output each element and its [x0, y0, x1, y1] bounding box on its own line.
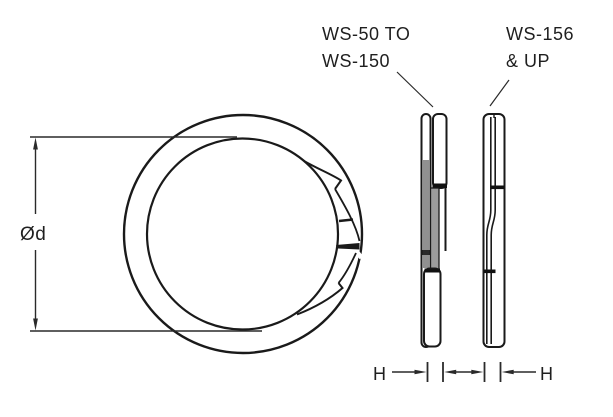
side2-lower-gap-tick [484, 269, 496, 274]
side1-upper-coil [432, 113, 448, 189]
arrow-right-icon [414, 369, 427, 375]
label-ws50-range: WS-50 TO WS-150 [322, 21, 410, 75]
ring-outer-edge [122, 113, 364, 355]
arrow-down-icon [33, 318, 38, 331]
side1-rear-step [422, 250, 430, 255]
label-diameter: Ød [20, 224, 47, 245]
side1-lower-coil [423, 267, 442, 348]
side2-seam-right [490, 117, 496, 344]
label-ws156-range: WS-156 & UP [506, 21, 574, 75]
arrow-right-icon [471, 369, 484, 375]
ring-front-view [122, 113, 364, 355]
label-ws50-line2: WS-150 [322, 51, 391, 71]
arrow-up-icon [33, 137, 38, 150]
arrow-left-icon [501, 369, 514, 375]
ring-gap-tick [338, 218, 354, 223]
side-view-ws50-150 [420, 113, 448, 348]
leader-ws50 [396, 71, 434, 108]
side1-lower-coil-end-bar [424, 268, 440, 273]
ring-end-notch [336, 243, 360, 250]
label-ws50-line1: WS-50 TO [322, 24, 411, 44]
ring-upper-coil-end [303, 160, 343, 190]
ring-upper-seam [334, 188, 361, 242]
diameter-dimension [30, 136, 262, 332]
side1-overlap-strip [429, 187, 440, 272]
label-h-right: H [540, 364, 554, 384]
h-dimension [392, 362, 536, 382]
label-h-left: H [373, 364, 387, 384]
ring-lower-seam [337, 252, 357, 284]
ring-lower-coil-end [296, 282, 344, 316]
ring-gap-break [354, 249, 364, 260]
arrow-left-icon [444, 369, 457, 375]
leader-ws156 [489, 79, 510, 107]
side2-seam-left [486, 117, 492, 344]
label-ws156-line2: & UP [506, 51, 551, 71]
ring-inner-edge [145, 137, 340, 331]
side2-upper-gap-tick [490, 185, 505, 190]
side1-rear-shading [423, 160, 429, 268]
side1-upper-coil-end-bar [432, 183, 447, 188]
leader-lines [396, 71, 510, 108]
label-ws156-line1: WS-156 [506, 24, 575, 44]
side-view-ws156-up [482, 113, 506, 348]
